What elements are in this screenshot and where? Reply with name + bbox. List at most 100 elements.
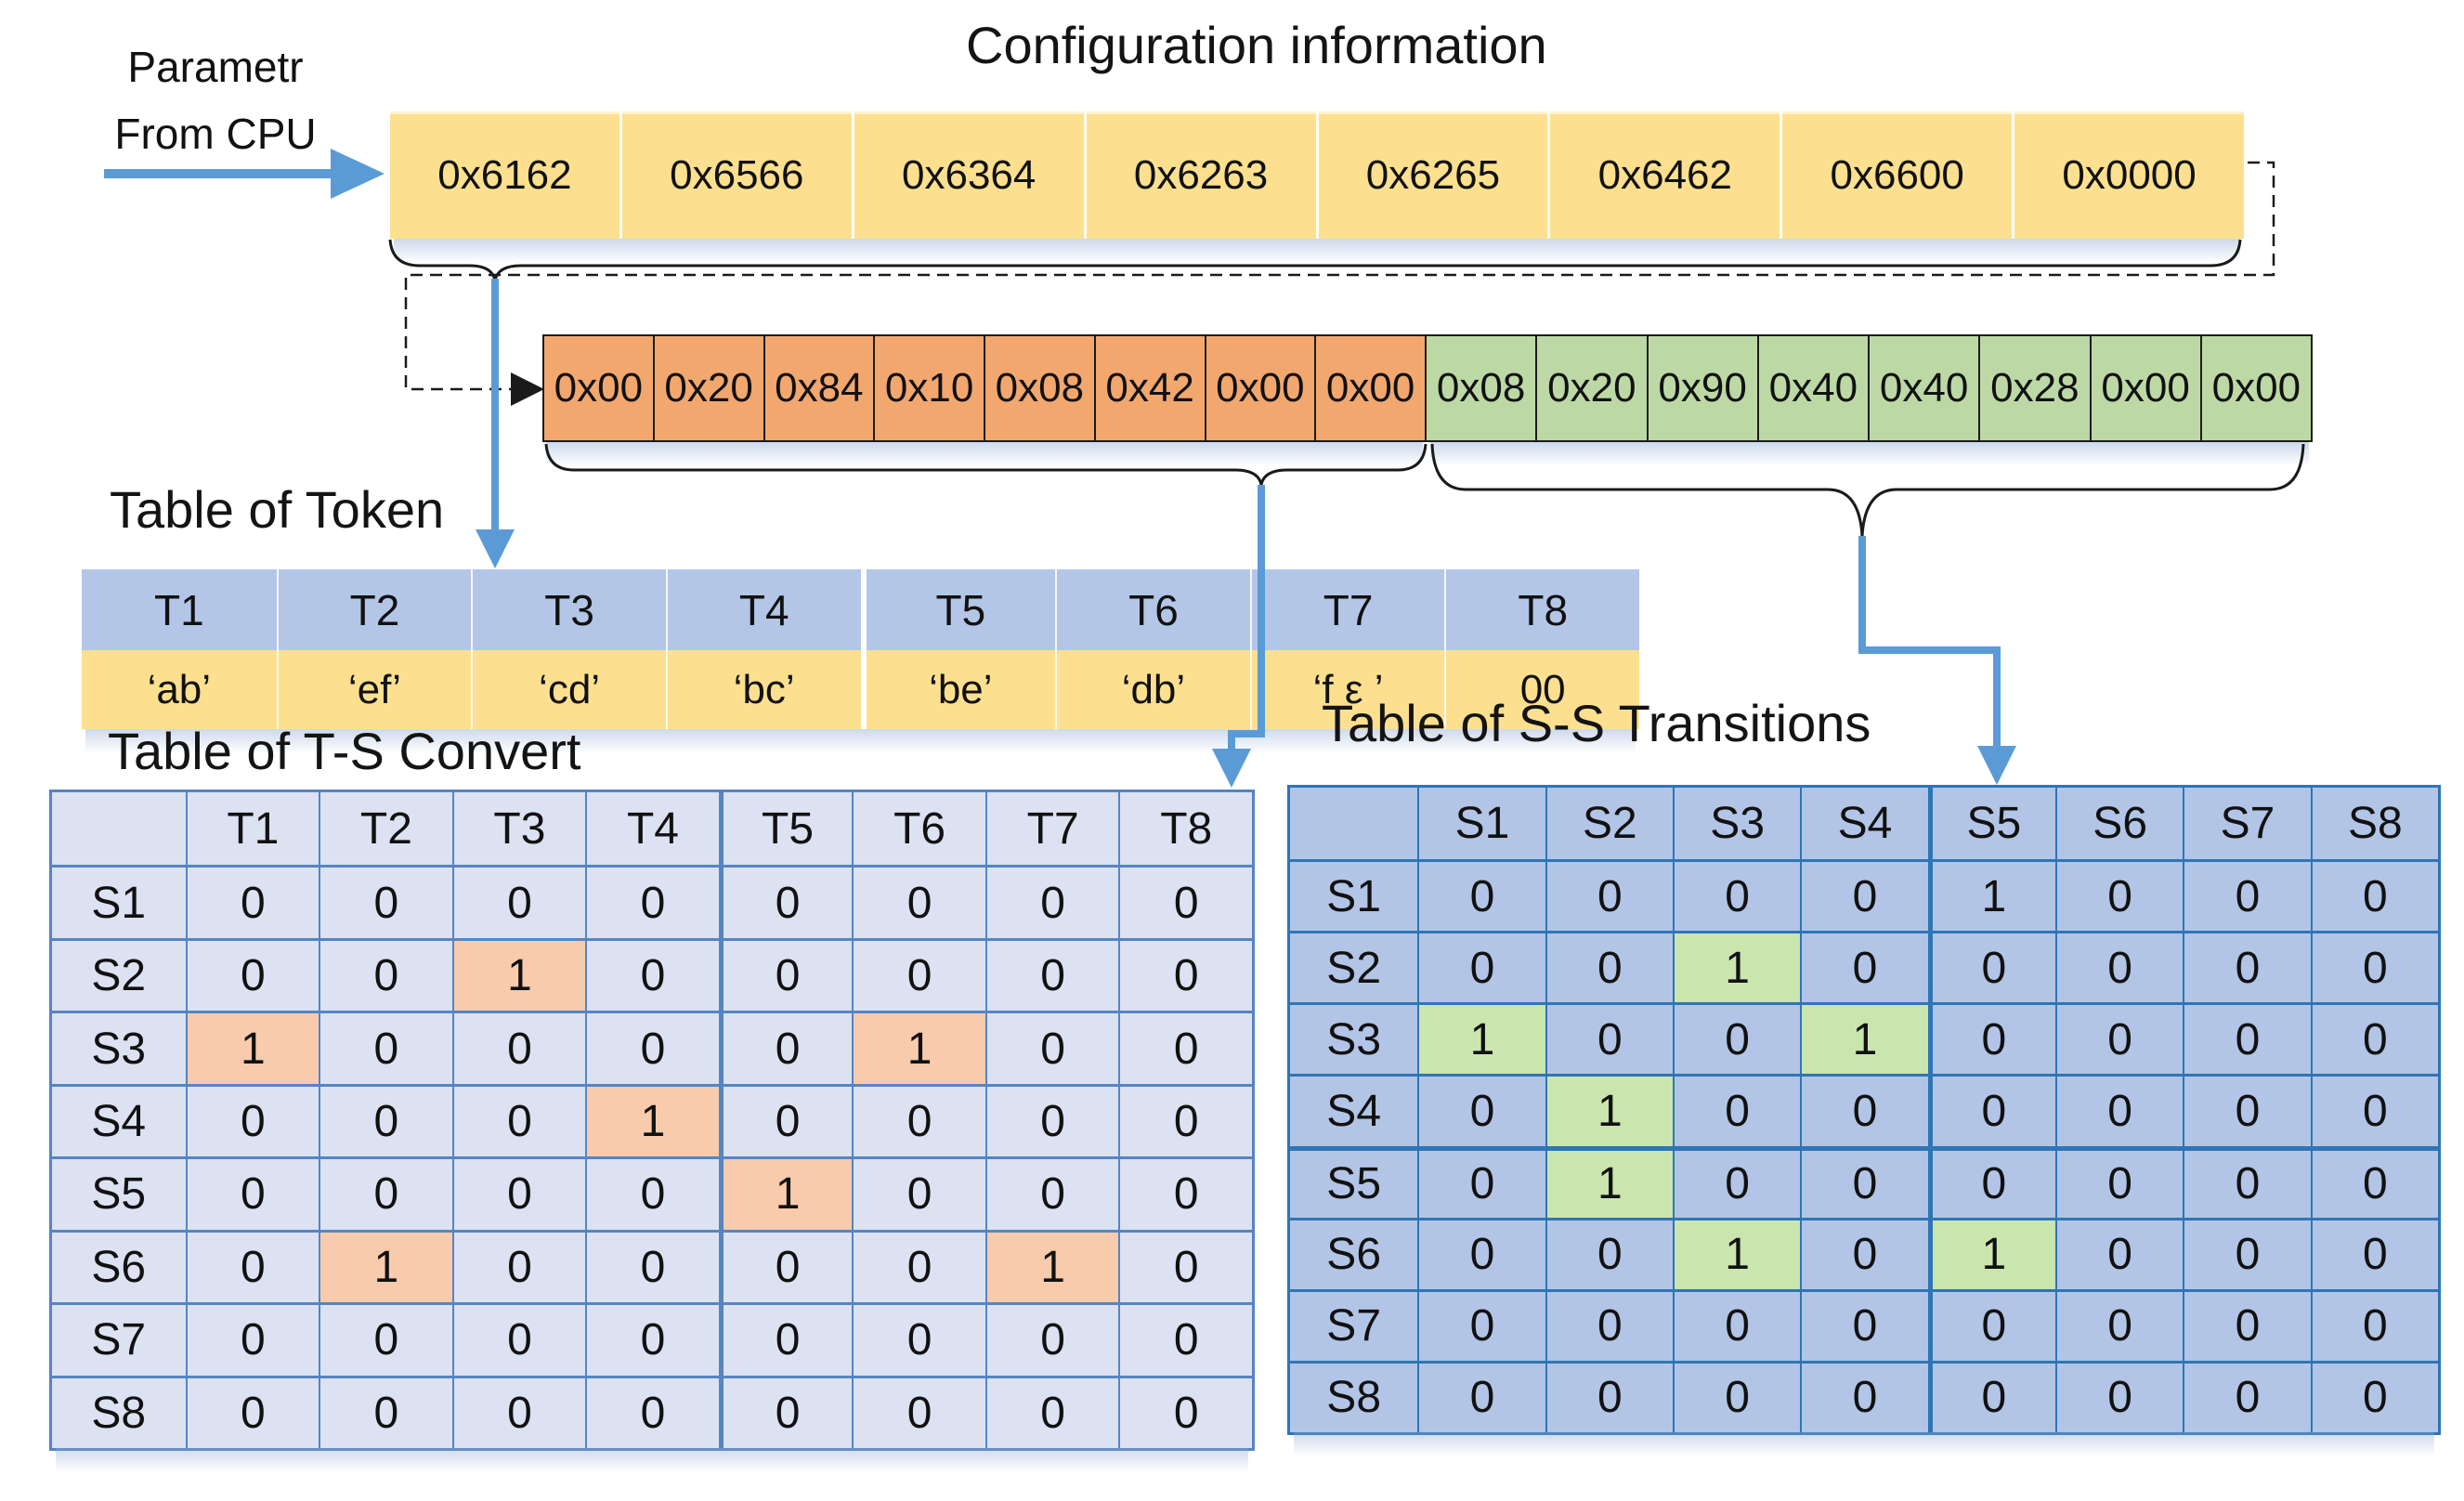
- dashed-arrow-head-icon: [511, 372, 544, 406]
- row-header-cell: S1: [1290, 859, 1418, 932]
- cpu-parameter-label: Parametr From CPU: [58, 33, 373, 167]
- matrix-cell: 0: [852, 1156, 985, 1230]
- corner-cell: [52, 792, 186, 866]
- matrix-cell: 0: [451, 1229, 586, 1303]
- matrix-cell: 0: [451, 1011, 586, 1084]
- matrix-cell: 0: [2054, 859, 2184, 932]
- matrix-cell: 0: [1118, 1302, 1252, 1376]
- token-byte-cell: 0x08: [985, 334, 1096, 442]
- config-word-cell: 0x6364: [851, 111, 1084, 239]
- matrix-cell: 0: [2183, 1145, 2311, 1218]
- matrix-cell: 0: [1927, 1002, 2055, 1075]
- col-header-cell: T7: [984, 792, 1119, 866]
- matrix-cell: 0: [185, 937, 319, 1012]
- row-header-cell: S2: [52, 937, 186, 1012]
- matrix-cell: 0: [1672, 1288, 1801, 1361]
- matrix-cell: 0: [2054, 1288, 2184, 1361]
- col-header-cell: T6: [852, 792, 985, 866]
- matrix-cell: 0: [319, 1156, 452, 1230]
- matrix-cell: 0: [585, 1011, 719, 1084]
- matrix-cell: 0: [1927, 1288, 2055, 1361]
- matrix-cell: 0: [852, 1083, 985, 1157]
- matrix-cell: 0: [319, 1011, 452, 1084]
- ts-convert-table-title: Table of T-S Convert: [108, 722, 581, 780]
- matrix-cell: 0: [1118, 865, 1252, 938]
- matrix-cell: 0: [2054, 1217, 2184, 1289]
- matrix-cell: 0: [1417, 1145, 1545, 1218]
- matrix-cell: 0: [451, 1156, 586, 1230]
- matrix-cell: 0: [718, 865, 853, 938]
- matrix-cell: 0: [2310, 859, 2438, 932]
- transition-byte-cell: 0x08: [1427, 334, 1538, 442]
- row-header-cell: S7: [52, 1302, 186, 1376]
- transition-byte-cell: 0x40: [1758, 334, 1870, 442]
- row-header-cell: S4: [52, 1083, 186, 1157]
- row-header-cell: S1: [52, 865, 186, 938]
- token-byte-cell: 0x00: [1206, 334, 1317, 442]
- token-byte-cell: 0x84: [764, 334, 876, 442]
- token-byte-cell: 0x42: [1095, 334, 1206, 442]
- arrow-bytes-to-ss-table: [1858, 536, 2001, 748]
- col-header-cell: T4: [585, 792, 719, 866]
- token-byte-cell: 0x10: [875, 334, 985, 442]
- token-header-cell: T8: [1444, 569, 1639, 650]
- token-header-cell: T6: [1055, 569, 1250, 650]
- matrix-cell: 0: [1118, 1083, 1252, 1157]
- matrix-cell: 0: [319, 1302, 452, 1376]
- matrix-cell: 0: [1417, 1074, 1545, 1146]
- matrix-cell: 0: [2054, 1145, 2184, 1218]
- matrix-cell: 0: [852, 865, 985, 938]
- matrix-cell: 0: [984, 1156, 1119, 1230]
- token-value-cell: ‘cd’: [471, 650, 666, 729]
- col-header-cell: T3: [451, 792, 586, 866]
- matrix-cell: 0: [718, 1375, 853, 1448]
- matrix-cell: 0: [1118, 1156, 1252, 1230]
- token-header-cell: T7: [1249, 569, 1445, 650]
- col-header-cell: T8: [1118, 792, 1252, 866]
- matrix-cell: 0: [2183, 1288, 2311, 1361]
- token-byte-cell: 0x00: [542, 334, 655, 442]
- token-header-cell: T5: [860, 569, 1056, 650]
- matrix-cell: 0: [1118, 1011, 1252, 1084]
- matrix-cell: 0: [984, 1011, 1119, 1084]
- token-value-cell: ‘db’: [1055, 650, 1250, 729]
- matrix-cell: 1: [585, 1083, 719, 1157]
- matrix-cell: 0: [2054, 1002, 2184, 1075]
- matrix-cell: 0: [1927, 1145, 2055, 1218]
- matrix-cell: 0: [319, 1375, 452, 1448]
- config-word-cell: 0x0000: [2012, 111, 2244, 239]
- matrix-cell: 0: [1927, 1360, 2055, 1432]
- col-header-cell: T5: [718, 792, 853, 866]
- matrix-cell: 0: [984, 865, 1119, 938]
- token-header-cell: T4: [665, 569, 861, 650]
- matrix-cell: 0: [2310, 1360, 2438, 1432]
- configuration-information-title: Configuration information: [966, 16, 1547, 74]
- matrix-cell: 0: [1545, 1288, 1673, 1361]
- transition-byte-cell: 0x90: [1648, 334, 1759, 442]
- matrix-cell: 0: [2310, 1002, 2438, 1075]
- row-header-cell: S4: [1290, 1074, 1418, 1146]
- matrix-cell: 0: [451, 865, 586, 938]
- matrix-cell: 0: [1800, 1074, 1928, 1146]
- matrix-cell: 0: [2183, 931, 2311, 1003]
- matrix-cell: 0: [2310, 1145, 2438, 1218]
- matrix-cell: 1: [984, 1229, 1119, 1303]
- transition-byte-cell: 0x00: [2201, 334, 2313, 442]
- matrix-cell: 0: [2183, 859, 2311, 932]
- matrix-cell: 1: [1672, 931, 1801, 1003]
- matrix-cell: 1: [1545, 1145, 1673, 1218]
- matrix-cell: 1: [852, 1011, 985, 1084]
- token-byte-cell: 0x20: [654, 334, 765, 442]
- matrix-cell: 0: [1118, 1375, 1252, 1448]
- col-header-cell: S4: [1800, 788, 1928, 860]
- config-word-cell: 0x6462: [1547, 111, 1780, 239]
- matrix-cell: 0: [1672, 1145, 1801, 1218]
- transition-byte-cell: 0x28: [1980, 334, 2092, 442]
- row-header-cell: S8: [1290, 1360, 1418, 1432]
- matrix-cell: 0: [185, 865, 319, 938]
- token-table-title: Table of Token: [110, 480, 445, 539]
- matrix-cell: 1: [185, 1011, 319, 1084]
